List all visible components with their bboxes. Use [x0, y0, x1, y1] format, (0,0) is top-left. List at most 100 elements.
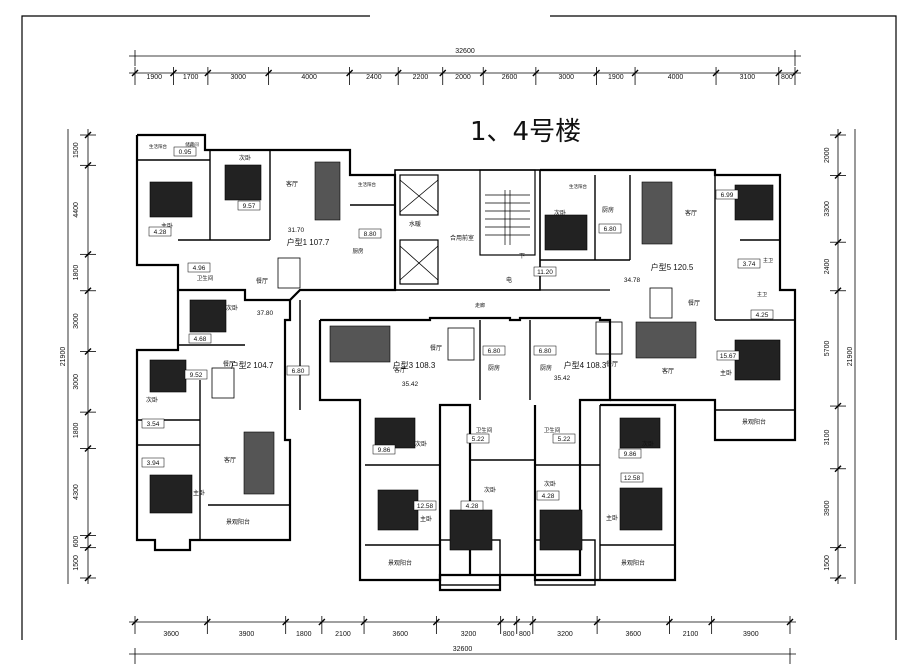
room-label: 水暖	[409, 220, 421, 228]
room-area-label: 6.80	[539, 348, 552, 355]
room-label: 下	[519, 253, 525, 260]
room-label: 客厅	[685, 209, 697, 217]
room-label: 次卧	[415, 440, 427, 448]
area-box	[598, 223, 622, 234]
dimension-label: 1800	[296, 631, 312, 638]
room-area-label: 9.86	[624, 451, 637, 458]
dimension-label: 2200	[413, 74, 429, 81]
area-box	[148, 226, 172, 237]
room-area-label: 11.20	[537, 269, 553, 276]
room-label: 合用前室	[450, 234, 474, 242]
dimension-label: 3000	[558, 74, 574, 81]
dimension-label: 800	[519, 631, 531, 638]
dimension-label: 4400	[73, 202, 80, 218]
dimension-total-label: 32600	[455, 48, 475, 55]
dimension-label: 4000	[668, 74, 684, 81]
dimension-label: 1500	[73, 142, 80, 158]
area-box	[620, 472, 644, 483]
room-label: 卫生间	[197, 274, 214, 282]
room-label: 餐厅	[223, 360, 235, 368]
room-area-label: 8.80	[364, 231, 377, 238]
room-label: 走廊	[475, 302, 485, 309]
dimension-label: 1800	[73, 265, 80, 281]
area-box	[750, 309, 774, 320]
room-label: 景观阳台	[742, 418, 766, 426]
dimension-label: 3600	[163, 631, 179, 638]
area-box	[715, 189, 739, 200]
dining-table-furniture	[211, 257, 673, 399]
room-area-label: 3.94	[147, 460, 160, 467]
room-label: 主卧	[606, 514, 618, 522]
room-label: 次卧	[226, 304, 238, 312]
room-label: 生活阳台	[569, 183, 587, 190]
room-area-label: 4.68	[194, 336, 207, 343]
dimension-label: 4300	[73, 484, 80, 500]
area-box	[716, 350, 740, 361]
room-area-label: 4.96	[193, 265, 206, 272]
room-label: 餐厅	[606, 360, 618, 368]
room-area-label: 12.58	[417, 503, 434, 510]
area-box	[141, 457, 165, 468]
room-label: 主卫	[757, 291, 767, 298]
dimension-label: 5700	[824, 341, 831, 357]
area-box	[482, 345, 506, 356]
area-label: 35.42	[554, 375, 571, 382]
room-label: 餐厅	[430, 344, 442, 352]
dimension-label: 2400	[824, 259, 831, 275]
dimension-label: 2400	[366, 74, 382, 81]
room-area-label: 6.99	[721, 192, 734, 199]
dimension-label: 3000	[73, 313, 80, 329]
room-label: 次卧	[239, 154, 251, 162]
area-box	[618, 448, 642, 459]
area-box	[372, 444, 396, 455]
room-label: 次卧	[642, 440, 654, 448]
area-box	[141, 418, 165, 429]
room-label: 厨房	[352, 247, 364, 255]
room-label: 主卧	[420, 515, 432, 523]
sofa-furniture	[243, 161, 697, 495]
room-area-label: 5.22	[472, 436, 485, 443]
room-area-label: 4.25	[756, 312, 769, 319]
room-label: 储藏间	[185, 141, 199, 148]
room-area-label: 6.80	[488, 348, 501, 355]
room-area-label: 3.74	[743, 261, 756, 268]
room-area-label: 15.67	[720, 353, 737, 360]
room-label: 生活阳台	[358, 181, 376, 188]
room-label: 主卫	[763, 257, 773, 264]
drawing-frame	[21, 15, 897, 640]
room-label: 客厅	[394, 366, 406, 374]
dimension-total-label: 32600	[453, 646, 473, 653]
area-box	[460, 500, 484, 511]
area-label: 35.42	[402, 381, 419, 388]
area-label: 34.78	[624, 277, 641, 284]
room-label: 次卧	[484, 486, 496, 494]
area-box	[737, 258, 761, 269]
area-box	[413, 500, 437, 511]
dimension-label: 2000	[455, 74, 471, 81]
area-box	[552, 433, 576, 444]
unit-label: 户型5 120.5	[651, 262, 694, 272]
room-label: 次卧	[554, 209, 566, 217]
room-area-label: 9.57	[243, 203, 256, 210]
room-area-label: 9.52	[190, 372, 203, 379]
area-box	[237, 200, 261, 211]
dimension-total-label: 21900	[847, 347, 854, 367]
bed-furniture	[149, 164, 781, 551]
area-box	[536, 490, 560, 501]
dimension-label: 1900	[146, 74, 162, 81]
room-label: 餐厅	[256, 277, 268, 285]
room-label: 次卧	[146, 396, 158, 404]
unit-label: 户型1 107.7	[287, 237, 330, 247]
dimension-label: 3300	[824, 201, 831, 217]
dimension-label: 1800	[73, 422, 80, 438]
area-box	[173, 146, 197, 157]
building-outline	[135, 133, 797, 592]
dimension-label: 800	[781, 74, 793, 81]
area-box	[286, 365, 310, 376]
room-area-label: 6.80	[292, 368, 305, 375]
unit-label: 户型4 108.3	[564, 360, 607, 370]
room-label: 景观阳台	[621, 559, 645, 567]
